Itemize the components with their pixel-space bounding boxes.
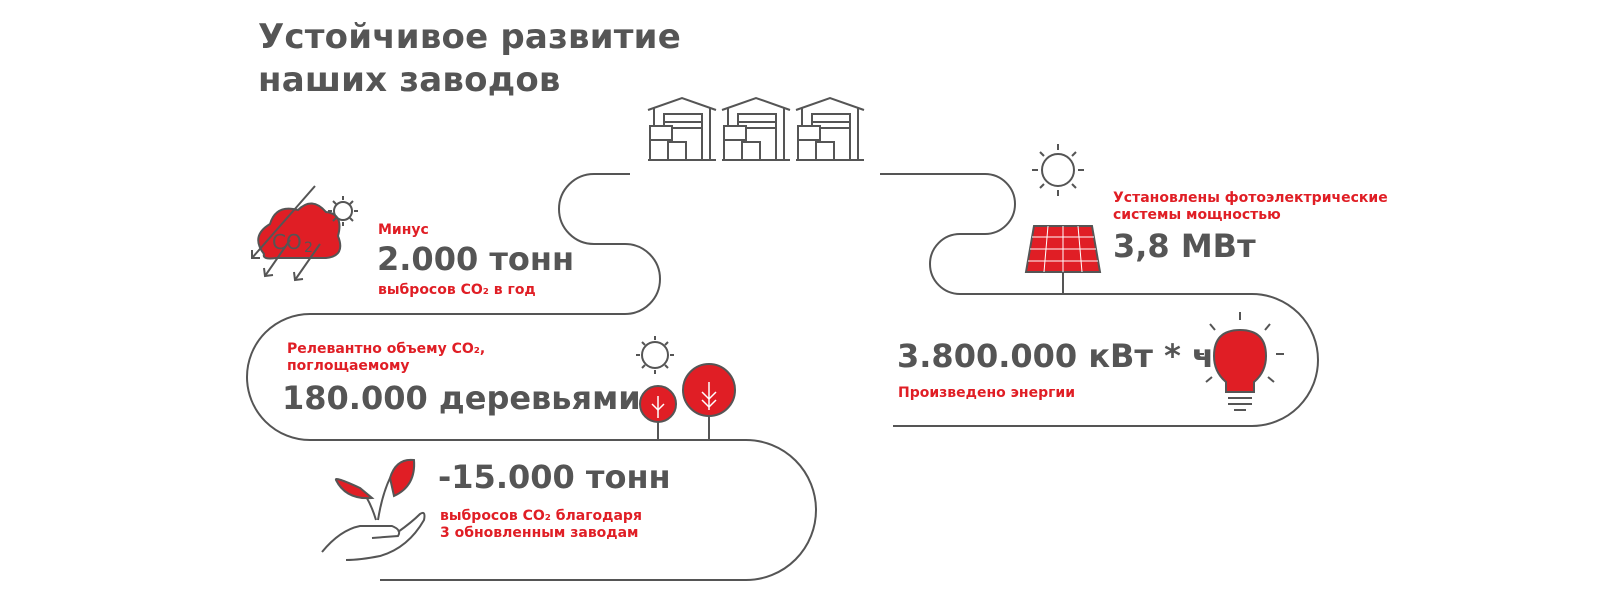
warehouses-icon xyxy=(647,96,865,161)
svg-text:2: 2 xyxy=(304,240,313,256)
energy-caption: Произведено энергии xyxy=(898,385,1076,401)
sprout-hand-icon xyxy=(321,458,426,561)
trees-icon xyxy=(636,336,736,440)
winding-path-left xyxy=(246,173,817,581)
sun-icon xyxy=(1032,144,1084,196)
title-line-1: Устойчивое развитие xyxy=(258,17,681,57)
page-title: Устойчивое развитие наших заводов xyxy=(258,16,681,102)
solar-panel-icon xyxy=(1024,225,1102,294)
svg-text:CO: CO xyxy=(272,230,302,254)
trees-line-2: поглощаемому xyxy=(287,358,410,374)
light-bulb-icon xyxy=(1196,312,1284,411)
solar-line-2: системы мощностью xyxy=(1113,207,1281,223)
co2-cloud-icon: CO 2 xyxy=(251,185,358,282)
co2-suffix: выбросов CO₂ в год xyxy=(378,282,536,298)
trees-value: 180.000 деревьями xyxy=(282,379,641,417)
co2-value: 2.000 тонн xyxy=(377,240,575,278)
solar-line-1: Установлены фотоэлектрические xyxy=(1113,190,1388,206)
factories-line-1: выбросов CO₂ благодаря xyxy=(440,508,642,524)
trees-line-1: Релевантно объему CO₂, xyxy=(287,341,486,357)
energy-value: 3.800.000 кВт * ч xyxy=(897,337,1214,375)
factories-value: -15.000 тонн xyxy=(438,458,671,496)
winding-path-right xyxy=(880,173,1319,427)
factories-line-2: 3 обновленным заводам xyxy=(440,525,639,541)
title-line-2: наших заводов xyxy=(258,60,561,100)
co2-prefix: Минус xyxy=(378,222,429,238)
solar-value: 3,8 МВт xyxy=(1113,227,1256,265)
